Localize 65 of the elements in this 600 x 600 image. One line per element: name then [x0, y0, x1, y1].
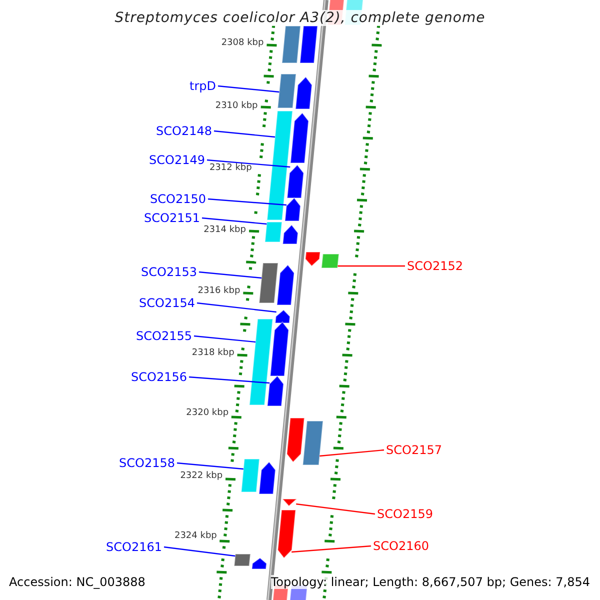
- scale-label: 2320 kbp: [186, 407, 229, 420]
- genome-info-text: Topology: linear; Length: 8,667,507 bp; Genes: 7,854: [270, 575, 590, 589]
- scale-label: 2308 kbp: [221, 37, 264, 50]
- gene-label: SCO2161: [106, 540, 162, 554]
- scale-label: 2322 kbp: [180, 470, 223, 483]
- gene-label: SCO2154: [139, 296, 195, 310]
- gene-label: SCO2150: [150, 192, 206, 206]
- gene-block: [274, 309, 290, 324]
- gene-label: SCO2148: [156, 124, 212, 138]
- leader-line: [338, 265, 405, 267]
- gene-label: trpD: [190, 79, 216, 93]
- leader-line: [320, 449, 384, 457]
- gene-block: [258, 461, 276, 494]
- leader-line: [292, 545, 372, 553]
- accession-text: Accession: NC_003888: [9, 575, 146, 589]
- leader-line: [198, 271, 262, 279]
- gene-block: [290, 112, 310, 164]
- gene-label: SCO2158: [119, 456, 175, 470]
- gene-block: [266, 375, 284, 406]
- gene-block: [286, 164, 304, 198]
- gene-block: [240, 458, 260, 492]
- gene-block: [276, 264, 295, 306]
- gene-block: [281, 26, 302, 64]
- leader-line: [164, 546, 236, 557]
- gene-block: [277, 510, 296, 559]
- leader-line: [202, 217, 267, 225]
- leader-line: [188, 376, 270, 384]
- gene-label: SCO2155: [136, 329, 192, 343]
- scale-label: 2314 kbp: [204, 224, 246, 237]
- gene-block: [281, 498, 298, 507]
- scale-label: 2318 kbp: [192, 347, 234, 360]
- gene-block: [302, 420, 324, 466]
- gene-block: [277, 74, 297, 108]
- gene-label: SCO2151: [144, 211, 200, 225]
- leader-line: [296, 503, 376, 515]
- gene-label: SCO2152: [407, 259, 463, 273]
- gene-label: SCO2149: [149, 153, 205, 167]
- gene-block: [286, 418, 305, 463]
- gene-block: [248, 318, 274, 406]
- leader-line: [214, 130, 276, 138]
- leader-line: [208, 198, 287, 206]
- gene-label: SCO2157: [386, 443, 442, 457]
- leader-line: [196, 302, 276, 313]
- gene-block: [251, 557, 268, 570]
- gene-block: [304, 252, 321, 267]
- gene-block: [299, 26, 318, 64]
- gene-block: [320, 254, 340, 268]
- gene-block: [284, 197, 301, 222]
- scale-label: 2316 kbp: [198, 285, 240, 298]
- gene-block: [258, 262, 279, 304]
- scale-label: 2324 kbp: [174, 530, 217, 543]
- leader-line: [218, 85, 280, 93]
- leader-line: [194, 335, 256, 343]
- gene-block: [295, 76, 312, 110]
- leader-line: [206, 159, 290, 168]
- scale-label: 2310 kbp: [215, 100, 258, 113]
- gene-block: [282, 224, 298, 244]
- gene-block: [264, 222, 282, 242]
- gene-label: SCO2160: [373, 539, 429, 553]
- leader-line: [176, 462, 244, 470]
- gene-label: SCO2156: [131, 370, 187, 384]
- scale-label: 2312 kbp: [209, 162, 252, 175]
- gene-block: [234, 554, 251, 566]
- gene-label: SCO2153: [141, 265, 197, 279]
- gene-label: SCO2159: [377, 507, 433, 521]
